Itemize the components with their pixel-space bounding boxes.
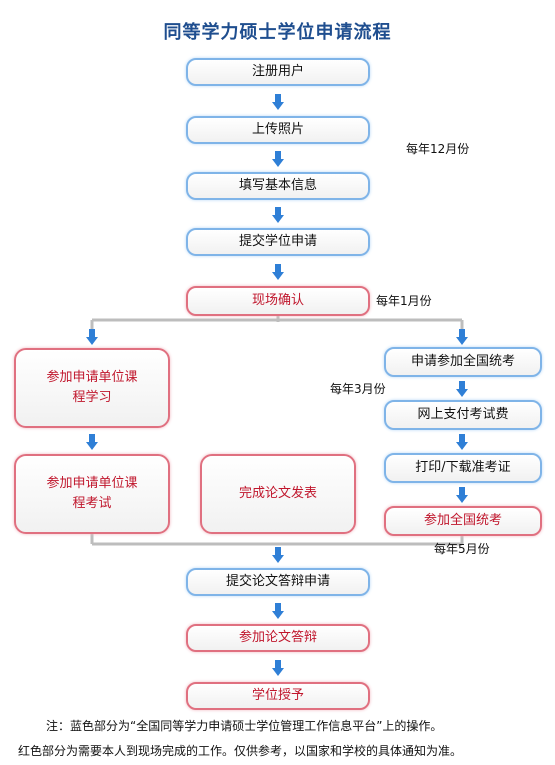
step-thesis-publish: 完成论文发表 xyxy=(200,454,356,534)
note-december: 每年12月份 xyxy=(406,142,470,156)
note-may: 每年5月份 xyxy=(434,542,490,556)
note-january: 每年1月份 xyxy=(376,294,432,308)
step-course-study: 参加申请单位课程学习 xyxy=(14,348,170,428)
step-course-exam: 参加申请单位课程考试 xyxy=(14,454,170,534)
arrow-down-icon xyxy=(272,94,284,110)
footer-note-blue: 注：蓝色部分为“全国同等学力申请硕士学位管理工作信息平台”上的操作。 xyxy=(46,719,443,733)
arrow-down-icon xyxy=(456,381,468,397)
arrow-down-icon xyxy=(272,547,284,563)
step-apply-national-exam: 申请参加全国统考 xyxy=(384,347,542,377)
step-submit-defense: 提交论文答辩申请 xyxy=(186,568,370,596)
arrow-down-icon xyxy=(272,151,284,167)
arrow-down-icon xyxy=(86,434,98,450)
step-defense: 参加论文答辩 xyxy=(186,624,370,652)
arrow-down-icon xyxy=(272,660,284,676)
arrow-down-icon xyxy=(272,603,284,619)
step-national-exam: 参加全国统考 xyxy=(384,506,542,536)
arrow-down-icon xyxy=(456,329,468,345)
arrow-down-icon xyxy=(456,487,468,503)
footer-note-red: 红色部分为需要本人到现场完成的工作。仅供参考，以国家和学校的具体通知为准。 xyxy=(18,744,463,758)
arrow-down-icon xyxy=(456,434,468,450)
step-print-ticket: 打印/下载准考证 xyxy=(384,453,542,483)
step-degree-awarded: 学位授予 xyxy=(186,682,370,710)
step-submit-application: 提交学位申请 xyxy=(186,228,370,256)
note-march: 每年3月份 xyxy=(330,382,386,396)
arrow-down-icon xyxy=(86,329,98,345)
step-register: 注册用户 xyxy=(186,58,370,86)
step-pay-fee: 网上支付考试费 xyxy=(384,400,542,430)
step-basic-info: 填写基本信息 xyxy=(186,172,370,200)
arrow-down-icon xyxy=(272,264,284,280)
arrow-down-icon xyxy=(272,207,284,223)
step-onsite-confirm: 现场确认 xyxy=(186,286,370,316)
step-upload-photo: 上传照片 xyxy=(186,116,370,144)
page-title: 同等学力硕士学位申请流程 xyxy=(163,22,392,43)
